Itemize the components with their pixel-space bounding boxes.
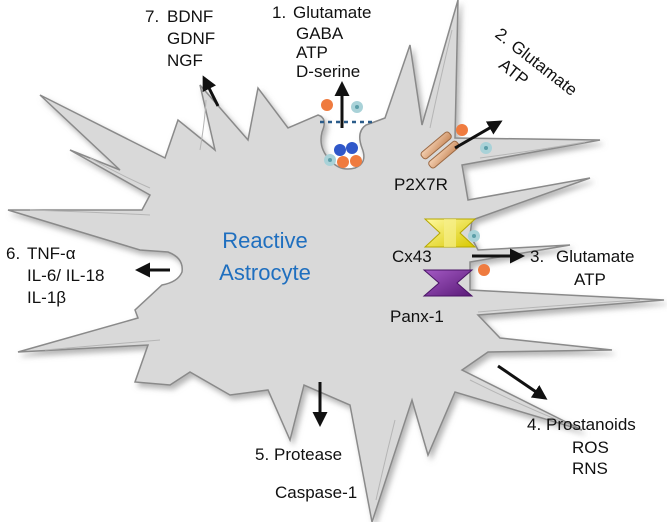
panx1-label: Panx-1	[390, 307, 444, 326]
svg-text:1.: 1.	[272, 3, 286, 22]
svg-text:2.: 2.	[492, 24, 515, 48]
release-3: 3. Glutamate ATP	[530, 247, 634, 289]
svg-text:Glutamate: Glutamate	[293, 3, 371, 22]
release-1: 1. Glutamate GABA ATP D-serine	[272, 3, 371, 81]
release-5: 5. Protease Caspase-1	[255, 445, 357, 502]
arrow-release-7	[202, 75, 220, 107]
svg-text:6.: 6.	[6, 244, 20, 263]
svg-text:Caspase-1: Caspase-1	[275, 483, 357, 502]
svg-text:7.: 7.	[145, 7, 159, 26]
svg-text:IL-6/ IL-18: IL-6/ IL-18	[27, 266, 105, 285]
arrows	[135, 75, 548, 427]
p2x7r-particle-orange	[456, 124, 468, 136]
svg-text:GDNF: GDNF	[167, 29, 215, 48]
cell-title-line1: Reactive	[222, 228, 308, 253]
astrocyte-body	[7, 0, 665, 522]
cell-title-line2: Astrocyte	[219, 260, 311, 285]
p2x7r-label: P2X7R	[394, 175, 448, 194]
panx1-channel	[422, 269, 474, 297]
svg-text:ATP: ATP	[574, 270, 606, 289]
cx43-particle-orange	[478, 264, 490, 276]
svg-text:TNF-α: TNF-α	[27, 244, 76, 263]
svg-text:IL-1β: IL-1β	[27, 288, 66, 307]
svg-text:3.: 3.	[530, 247, 544, 266]
svg-text:ROS: ROS	[572, 438, 609, 457]
svg-text:5.: 5.	[255, 445, 269, 464]
svg-text:ATP: ATP	[296, 43, 328, 62]
svg-text:D-serine: D-serine	[296, 62, 360, 81]
svg-text:Glutamate: Glutamate	[556, 247, 634, 266]
svg-text:Protease: Protease	[274, 445, 342, 464]
arrow-release-4	[497, 364, 548, 400]
svg-text:GABA: GABA	[296, 24, 344, 43]
arrow-release-2	[454, 120, 503, 150]
release-7: 7. BDNF GDNF NGF	[145, 7, 215, 70]
svg-text:4.: 4.	[527, 415, 541, 434]
svg-text:BDNF: BDNF	[167, 7, 213, 26]
cx43-channel	[423, 218, 477, 248]
cx43-label: Cx43	[392, 247, 432, 266]
svg-text:RNS: RNS	[572, 459, 608, 478]
vesicle-particles	[321, 99, 363, 168]
release-4: 4. Prostanoids ROS RNS	[527, 415, 636, 478]
process-contours	[29, 29, 641, 501]
svg-text:NGF: NGF	[167, 51, 203, 70]
p2x7r-channel	[420, 131, 460, 169]
svg-text:Prostanoids: Prostanoids	[546, 415, 636, 434]
release-6: 6. TNF-α IL-6/ IL-18 IL-1β	[6, 244, 105, 307]
release-2: 2. Glutamate ATP	[492, 24, 581, 100]
